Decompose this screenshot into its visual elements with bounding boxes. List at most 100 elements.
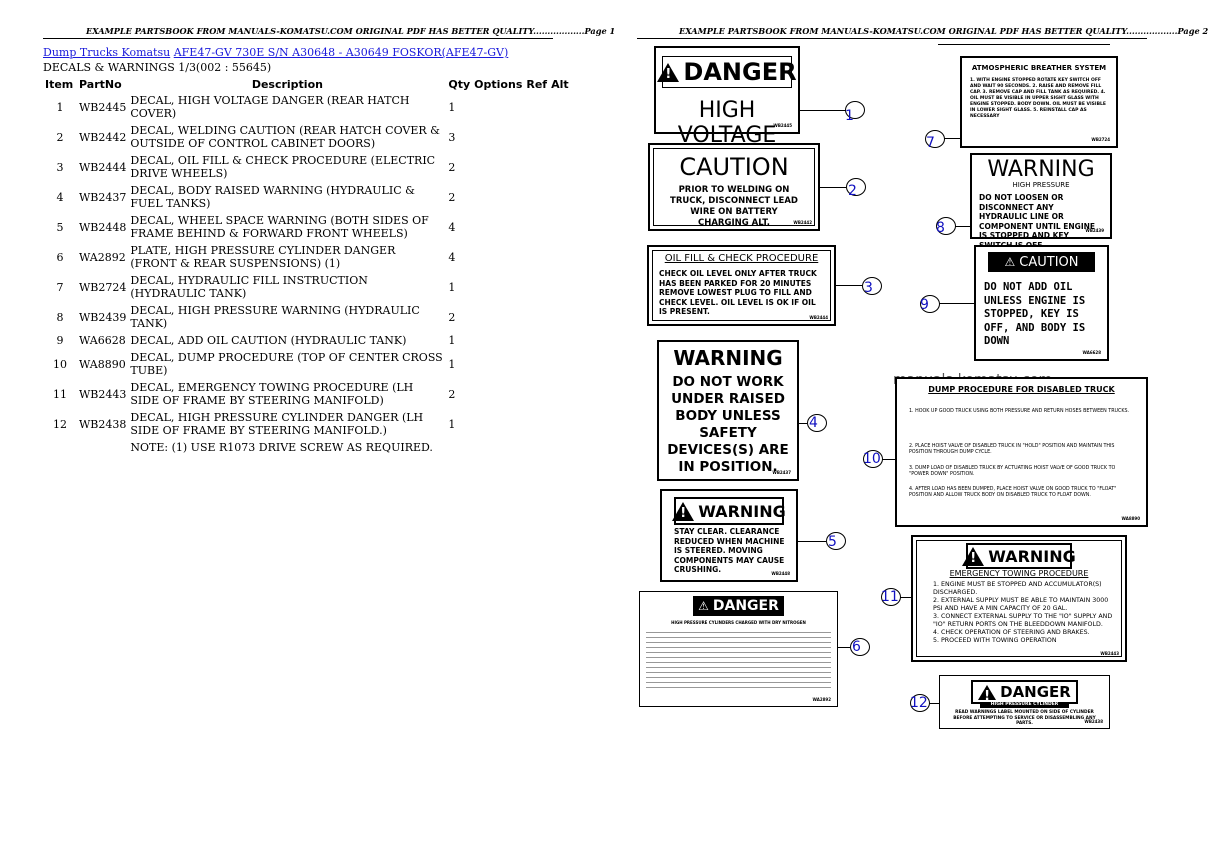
callout-number: 5 <box>828 534 837 550</box>
decal-code: WA6628 <box>1082 350 1101 355</box>
decal-step-1: 1. HOOK UP GOOD TRUCK USING BOTH PRESSUR… <box>909 409 1130 414</box>
decal-steps: 1. ENGINE MUST BE STOPPED AND ACCUMULATO… <box>933 581 1117 645</box>
callout-circle <box>925 130 945 148</box>
callout-number: 8 <box>936 220 945 236</box>
row-qty: 2 <box>448 387 456 401</box>
row-qty: 1 <box>448 280 456 294</box>
decal-subtitle: HIGH PRESSURE <box>1012 181 1070 189</box>
row-item: 1 <box>56 100 64 114</box>
callout-number: 3 <box>864 280 873 296</box>
decal-step-2: 2. PLACE HOIST VALVE OF DISABLED TRUCK I… <box>909 444 1115 455</box>
decal-cylinder-danger: DANGER HIGH PRESSURE CYLINDER READ WARNI… <box>939 675 1110 729</box>
decal-title: CAUTION <box>679 153 789 181</box>
decal-title: WARNING <box>988 546 1076 566</box>
col-header-description: Description <box>251 78 323 91</box>
page1-header-rule <box>43 38 553 39</box>
callout-circle <box>845 101 865 119</box>
row-qty: 2 <box>448 310 456 324</box>
row-qty: 1 <box>448 357 456 371</box>
row-qty: 4 <box>448 220 456 234</box>
page2-subrule <box>938 44 1110 45</box>
decal-title: DANGER <box>1000 683 1071 701</box>
decal-step-5: 5. PROCEED WITH TOWING OPERATION <box>933 637 1057 644</box>
warning-triangle-icon <box>672 501 695 521</box>
decal-emergency-towing: WARNING EMERGENCY TOWING PROCEDURE 1. EN… <box>911 535 1127 662</box>
row-item: 12 <box>53 417 67 431</box>
decal-add-oil-caution: ⚠CAUTION DO NOT ADD OIL UNLESS ENGINE IS… <box>974 245 1109 361</box>
decal-title: WARNING <box>987 157 1095 182</box>
decal-code: WB2442 <box>793 220 812 225</box>
col-header-ref: Ref <box>526 78 548 91</box>
row-partno: WB2437 <box>79 190 127 204</box>
row-description: DECAL, WHEEL SPACE WARNING (BOTH SIDES O… <box>130 214 429 240</box>
decal-code: WA2892 <box>812 697 831 702</box>
row-item: 11 <box>53 387 67 401</box>
col-header-options: Options <box>474 78 523 91</box>
row-partno: WB2448 <box>79 220 127 234</box>
callout-number: 1 <box>845 108 854 124</box>
decal-code: WB2444 <box>809 315 828 320</box>
breadcrumb-link-category[interactable]: Dump Trucks Komatsu <box>43 46 171 59</box>
row-partno: WB2439 <box>79 310 127 324</box>
breadcrumb-link-model[interactable]: AFE47-GV 730E S/N A30648 - A30649 FOSKOR… <box>173 46 509 59</box>
decal-code: WB2445 <box>773 123 792 128</box>
callout-circle <box>881 588 901 606</box>
decal-step-3: 3. DUMP LOAD OF DISABLED TRUCK BY ACTUAT… <box>909 466 1116 477</box>
callout-circle <box>862 277 882 295</box>
table-note: NOTE: (1) USE R1073 DRIVE SCREW AS REQUI… <box>130 441 433 454</box>
row-partno: WB2438 <box>79 417 127 431</box>
callout-number: 10 <box>863 451 881 467</box>
decal-hydraulic-fill-instruction: ATMOSPHERIC BREATHER SYSTEM 1. WITH ENGI… <box>960 56 1118 148</box>
warning-triangle-icon <box>978 684 997 704</box>
decal-body: 1. WITH ENGINE STOPPED ROTATE KEY SWITCH… <box>970 78 1106 119</box>
decal-code: WA8890 <box>1121 516 1140 521</box>
decal-step-4: 4. CHECK OPERATION OF STEERING AND BRAKE… <box>933 629 1090 636</box>
decal-title: CAUTION <box>1019 254 1079 270</box>
decal-dump-procedure: DUMP PROCEDURE FOR DISABLED TRUCK 1. HOO… <box>895 377 1148 527</box>
decal-fine-print <box>646 628 831 692</box>
callout-circle <box>863 450 883 468</box>
decal-welding-caution: CAUTION PRIOR TO WELDING ON TRUCK, DISCO… <box>648 143 820 231</box>
decal-body: DO NOT LOOSEN OR DISCONNECT ANY HYDRAULI… <box>979 193 1096 250</box>
decal-title: ATMOSPHERIC BREATHER SYSTEM <box>971 64 1107 72</box>
decal-subtitle: EMERGENCY TOWING PROCEDURE <box>949 569 1089 578</box>
row-qty: 3 <box>448 130 456 144</box>
decal-code: WB2437 <box>772 470 791 475</box>
row-item: 2 <box>56 130 64 144</box>
decal-code: WB2438 <box>1084 719 1103 724</box>
col-header-qty: Qty <box>448 78 471 91</box>
row-partno: WA6628 <box>79 334 126 347</box>
decal-high-voltage: DANGER HIGH VOLTAGE WB2445 <box>654 46 800 148</box>
decal-body: PRIOR TO WELDING ON TRUCK, DISCONNECT LE… <box>670 185 798 228</box>
decal-code: WB2724 <box>1091 137 1110 142</box>
callout-number: 9 <box>920 297 929 313</box>
row-qty: 1 <box>448 417 456 431</box>
decal-oil-fill-procedure: OIL FILL & CHECK PROCEDURE CHECK OIL LEV… <box>647 245 836 326</box>
row-item: 6 <box>56 250 64 264</box>
callout-circle <box>850 638 870 656</box>
decal-title: DUMP PROCEDURE FOR DISABLED TRUCK <box>928 385 1115 394</box>
row-item: 3 <box>56 160 64 174</box>
callout-number: 6 <box>852 639 861 655</box>
row-item: 5 <box>56 220 64 234</box>
row-partno: WB2444 <box>79 160 127 174</box>
row-description: DECAL, BODY RAISED WARNING (HYDRAULIC & … <box>130 184 415 210</box>
row-description: DECAL, HIGH PRESSURE CYLINDER DANGER (LH… <box>130 411 424 437</box>
row-description: DECAL, ADD OIL CAUTION (HYDRAULIC TANK) <box>130 334 407 347</box>
decal-body: DO NOT WORK UNDER RAISED BODY UNLESS SAF… <box>667 374 789 475</box>
callout-circle <box>846 178 866 196</box>
callout-number: 7 <box>926 135 935 151</box>
row-description: DECAL, OIL FILL & CHECK PROCEDURE (ELECT… <box>130 154 436 180</box>
callout-circle <box>936 217 956 235</box>
row-partno: WA8890 <box>79 357 126 371</box>
decal-wheel-space-warning: WARNING STAY CLEAR. CLEARANCE REDUCED WH… <box>660 489 798 582</box>
row-description: DECAL, HIGH PRESSURE WARNING (HYDRAULIC … <box>130 304 420 330</box>
